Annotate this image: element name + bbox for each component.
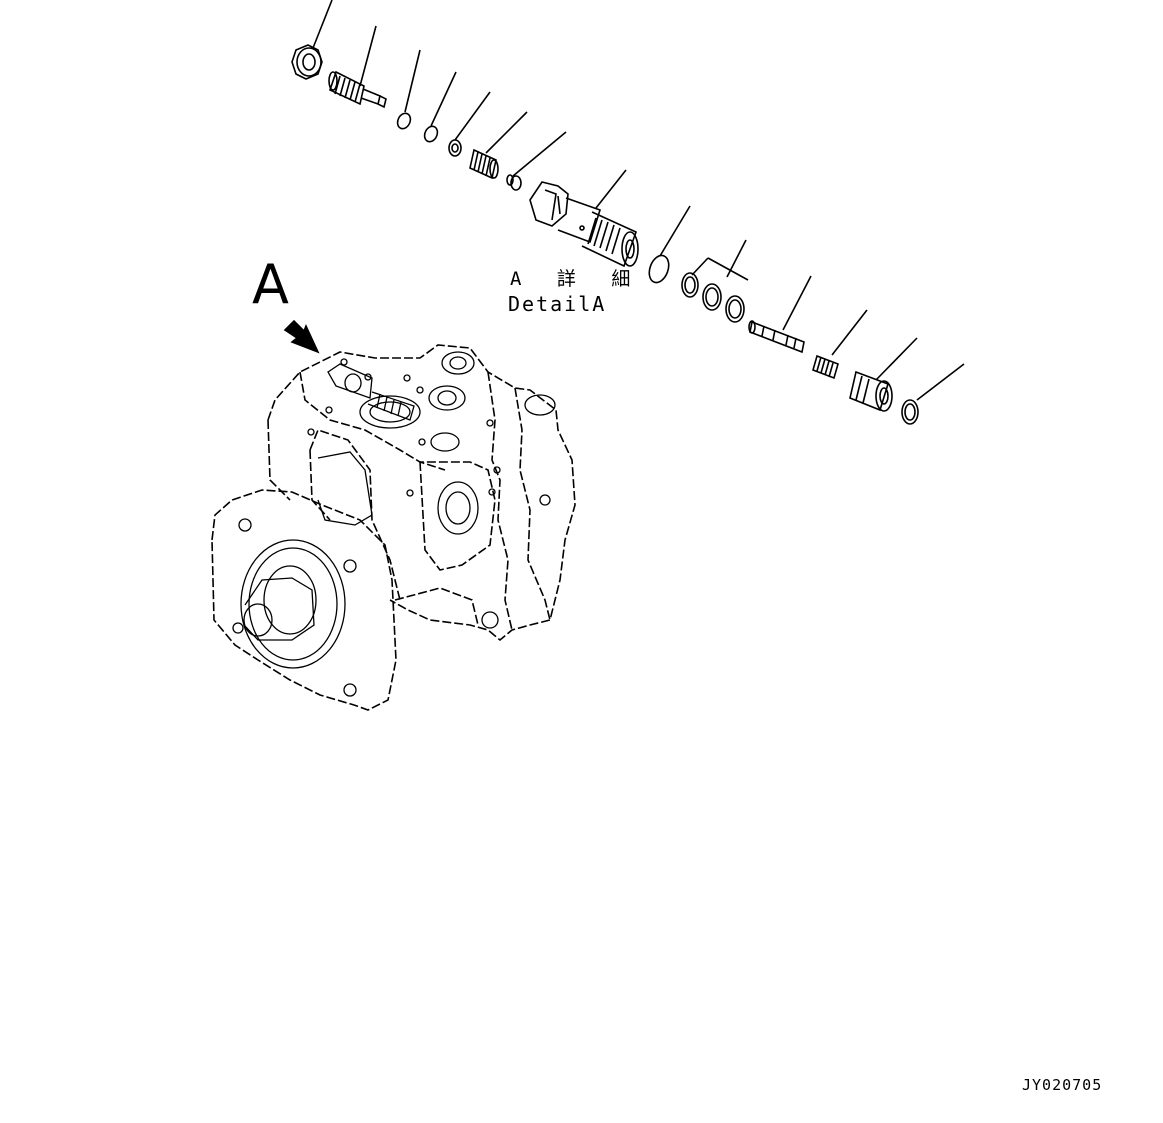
o-ring-small-2: [422, 124, 440, 144]
spring-medium: [813, 356, 838, 378]
o-ring-large: [646, 253, 672, 285]
figure-code: JY020705: [1022, 1076, 1103, 1094]
spring-small: [470, 150, 498, 178]
hex-nut: [292, 45, 322, 79]
spool: [749, 321, 804, 352]
valve-sleeve: [530, 182, 638, 266]
view-marker-label: A: [252, 253, 289, 316]
pump-details: [233, 352, 555, 696]
o-ring-small: [395, 111, 413, 131]
detail-label-jp: A 詳 細: [510, 268, 643, 290]
view-arrow-icon: [285, 321, 318, 352]
hydraulic-pump: [212, 345, 575, 710]
o-ring-end: [902, 400, 918, 424]
leader-lines: [313, 0, 964, 400]
detail-label-en: DetailA: [508, 292, 607, 316]
seat: [507, 175, 521, 190]
adjust-screw: [329, 72, 386, 107]
ring: [449, 140, 461, 156]
plug: [850, 372, 892, 411]
o-ring-set: [682, 273, 744, 322]
